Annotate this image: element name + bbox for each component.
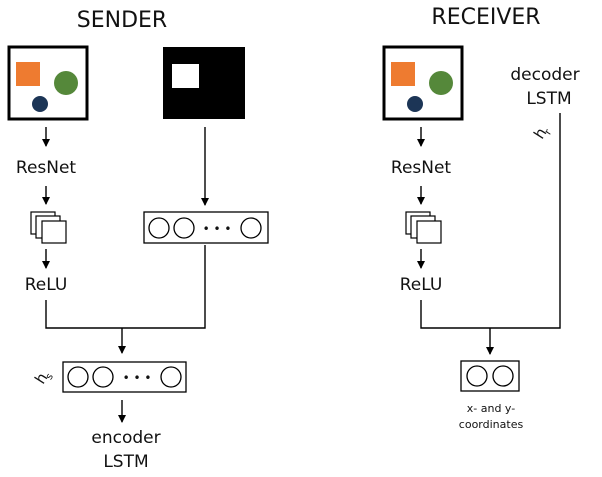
receiver-title: RECEIVER (431, 5, 540, 30)
receiver-hidden-label: h r (530, 125, 555, 143)
receiver-scene-image (382, 45, 464, 121)
sender-mask-embedding-vector (143, 211, 269, 244)
green-circle-shape (429, 71, 453, 95)
svg-text:s: s (44, 372, 56, 382)
navy-circle-shape (407, 96, 423, 112)
sender-hidden-ellipsis: • • • (123, 371, 152, 385)
sender-embedding-ellipsis: • • • (203, 222, 232, 236)
sender-mask-image (163, 47, 245, 119)
receiver-output-vector (460, 360, 520, 392)
sender-hidden-label: h s (31, 370, 56, 388)
sender-scene-image (7, 45, 89, 121)
sender-feature-maps-icon (30, 211, 67, 244)
sender-relu-label: ReLU (25, 275, 68, 295)
receiver-feature-maps-icon (405, 211, 442, 244)
output-label-line1: x- and y- (467, 402, 515, 415)
sender-title: SENDER (77, 8, 167, 33)
sender-merge-line (45, 245, 206, 329)
orange-square-shape (391, 62, 415, 86)
svg-text:r: r (543, 127, 555, 137)
encoder-label-line1: encoder (91, 428, 160, 448)
sender-resnet-label: ResNet (16, 158, 77, 178)
receiver-resnet-label: ResNet (391, 158, 452, 178)
navy-circle-shape (32, 96, 48, 112)
receiver-relu-label: ReLU (400, 275, 443, 295)
receiver-merge-line (420, 113, 561, 329)
sender-hidden-vector (62, 361, 187, 393)
encoder-label-line2: LSTM (103, 452, 148, 472)
decoder-label-line2: LSTM (526, 89, 571, 109)
output-label-line2: coordinates (459, 418, 524, 431)
green-circle-shape (54, 71, 78, 95)
decoder-label-line1: decoder (510, 65, 579, 85)
orange-square-shape (16, 62, 40, 86)
